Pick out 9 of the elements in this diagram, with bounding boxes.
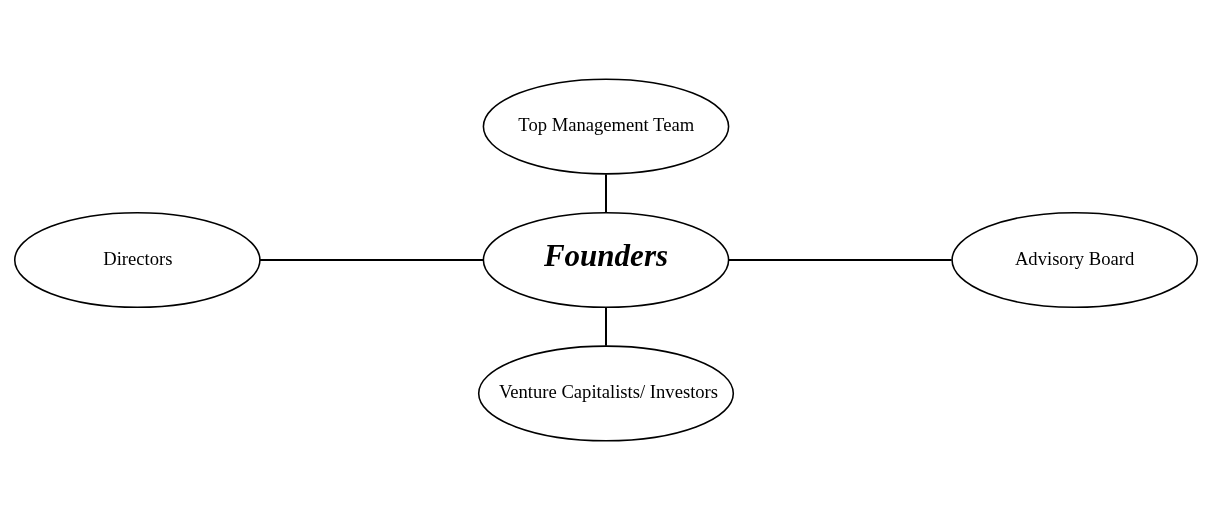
connector xyxy=(260,258,483,261)
connector xyxy=(605,173,607,212)
node-ellipse: Top Management Team xyxy=(482,77,730,175)
connector xyxy=(605,307,607,346)
node-ellipse: Venture Capitalists/ Investors xyxy=(477,344,735,442)
node-ellipse: Directors xyxy=(13,211,261,308)
node-ellipse: Founders xyxy=(482,211,730,308)
node-ellipse: Advisory Board xyxy=(951,211,1199,308)
connector xyxy=(728,258,952,261)
